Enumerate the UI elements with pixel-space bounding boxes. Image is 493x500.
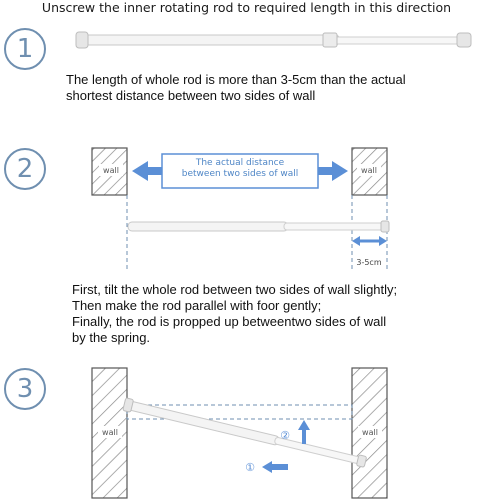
left-wall-label-step2: wall [103, 166, 119, 175]
step-number-2: 2 [4, 148, 46, 190]
left-wall-label-step3: wall [102, 428, 118, 437]
marker-2: ② [280, 429, 290, 442]
step2-caption-line-1: First, tilt the whole rod between two si… [72, 282, 398, 297]
distance-label: The actual distance between two sides of… [162, 158, 318, 180]
rod-inner-step2 [283, 222, 385, 231]
step1-caption-line-1: The length of whole rod is more than 3-5… [66, 72, 406, 87]
step1-caption: The length of whole rod is more than 3-5… [66, 72, 406, 104]
instruction-title: Unscrew the inner rotating rod to requir… [41, 0, 452, 15]
marker-1: ① [245, 461, 255, 474]
step2-caption-line-4: by the spring. [72, 330, 151, 345]
distance-label-line-1: The actual distance [195, 158, 285, 168]
distance-box [161, 153, 319, 189]
left-arrowhead [132, 161, 164, 181]
right-wall-label-step3: wall [362, 428, 378, 437]
step2-caption-line-2: Then make the rod parallel with foor gen… [72, 298, 322, 313]
gap-label: 3-5cm [356, 258, 381, 267]
rod-outer-step2 [127, 221, 289, 232]
target-position-outline [126, 404, 353, 420]
step1-caption-line-2: shortest distance between two sides of w… [66, 88, 316, 103]
step3-diagram: wall wall ② ① [91, 367, 388, 499]
right-wall-label-step2: wall [361, 166, 377, 175]
distance-label-line-2: between two sides of wall [181, 169, 299, 179]
up-arrow [298, 420, 310, 444]
step2-caption: First, tilt the whole rod between two si… [72, 282, 397, 346]
tilted-rod [122, 397, 367, 468]
right-arrowhead [316, 161, 348, 181]
step-number-3: 3 [4, 368, 46, 410]
step-number-1: 1 [4, 28, 46, 70]
step2-caption-line-3: Finally, the rod is propped up betweentw… [72, 314, 387, 329]
left-arrow [262, 461, 288, 473]
telescopic-rod-step1 [75, 31, 472, 49]
step2-diagram: wall wall 3-5cm [91, 147, 390, 270]
